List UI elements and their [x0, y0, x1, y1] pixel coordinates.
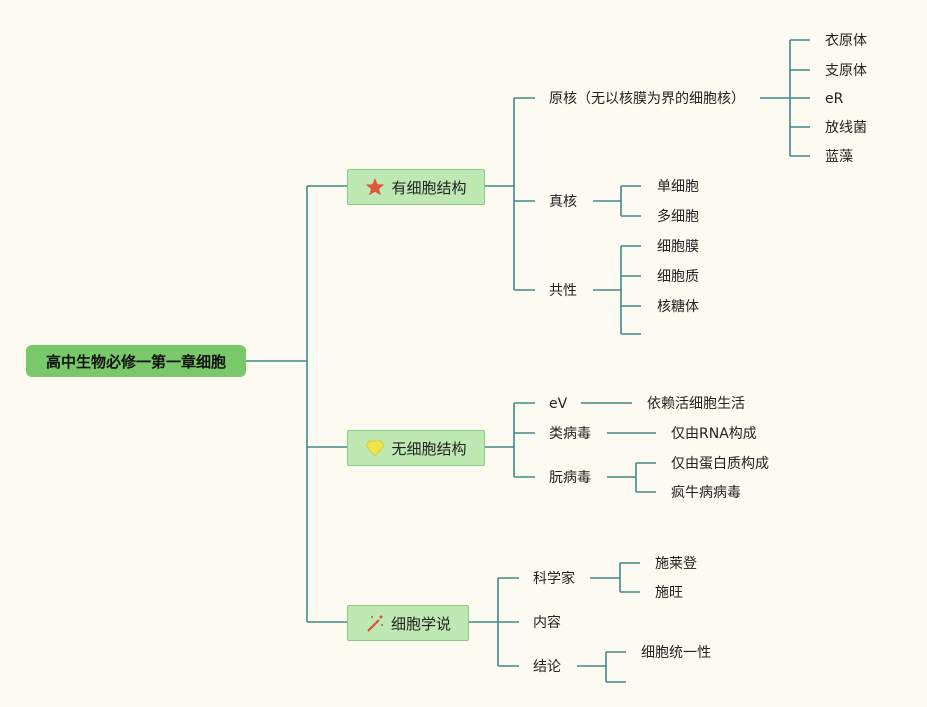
node-cytoplasm[interactable]: 细胞质 — [657, 269, 699, 285]
branch-cell-theory[interactable]: 细胞学说 — [347, 605, 469, 641]
node-cyanobacteria[interactable]: 蓝藻 — [825, 149, 853, 165]
branch-label: 有细胞结构 — [391, 178, 467, 197]
node-mycoplasma[interactable]: 支原体 — [825, 63, 867, 79]
diamond-icon — [365, 438, 385, 458]
node-viroid[interactable]: 类病毒 — [549, 426, 591, 442]
magic-wand-icon — [365, 613, 385, 633]
node-scientist[interactable]: 科学家 — [533, 571, 575, 587]
node-prokaryote[interactable]: 原核（无以核膜为界的细胞核） — [549, 91, 745, 107]
node-protein-only[interactable]: 仅由蛋白质构成 — [671, 456, 769, 472]
node-virus[interactable]: eV — [549, 396, 568, 412]
node-schleiden[interactable]: 施莱登 — [655, 556, 697, 572]
node-mad-cow[interactable]: 疯牛病病毒 — [671, 485, 741, 501]
node-cell-unity[interactable]: 细胞统一性 — [641, 645, 711, 661]
node-multicellular[interactable]: 多细胞 — [657, 209, 699, 225]
node-depend-living-cells[interactable]: 依赖活细胞生活 — [647, 396, 745, 412]
branch-acellular[interactable]: 无细胞结构 — [347, 430, 485, 466]
node-ribosome[interactable]: 核糖体 — [657, 299, 699, 315]
branch-cellular[interactable]: 有细胞结构 — [347, 169, 485, 205]
node-er[interactable]: eR — [825, 91, 844, 107]
node-eukaryote[interactable]: 真核 — [549, 194, 577, 210]
node-unicellular[interactable]: 单细胞 — [657, 179, 699, 195]
root-topic[interactable]: 高中生物必修一第一章细胞 — [26, 345, 246, 377]
root-label: 高中生物必修一第一章细胞 — [45, 352, 226, 371]
node-content[interactable]: 内容 — [533, 615, 561, 631]
node-conclusion[interactable]: 结论 — [533, 659, 561, 675]
node-schwann[interactable]: 施旺 — [655, 585, 683, 601]
node-actinomycete[interactable]: 放线菌 — [825, 120, 867, 136]
branch-label: 无细胞结构 — [391, 439, 467, 458]
node-rna-only[interactable]: 仅由RNA构成 — [671, 426, 757, 442]
branch-label: 细胞学说 — [390, 614, 451, 633]
node-chlamydia[interactable]: 衣原体 — [825, 33, 867, 49]
star-icon — [365, 177, 385, 197]
node-cell-membrane[interactable]: 细胞膜 — [657, 239, 699, 255]
node-common[interactable]: 共性 — [549, 283, 577, 299]
node-prion[interactable]: 朊病毒 — [549, 470, 591, 486]
